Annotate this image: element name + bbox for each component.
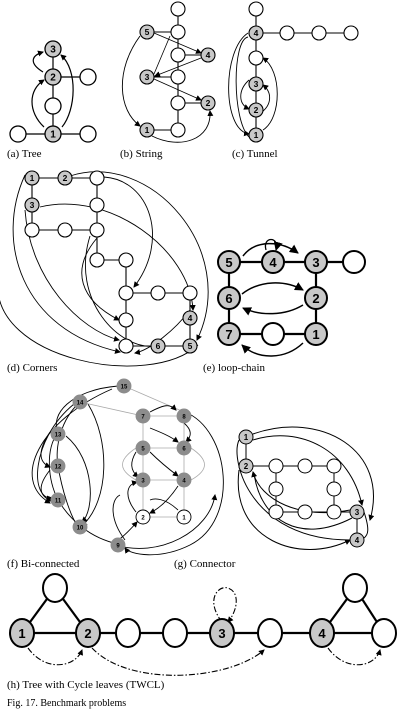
connector-label: 7	[141, 415, 145, 421]
loop-chain-label: 2	[312, 291, 319, 306]
string-label: 5	[145, 27, 150, 37]
panel-string: 5 4 3 2 1	[121, 1, 216, 143]
panel-tree: 3 2 1	[9, 40, 97, 143]
bi-connected-label: 15	[121, 385, 128, 391]
loop-chain-label: 4	[269, 255, 277, 270]
figure-caption: Fig. 17. Benchmark problems	[7, 698, 127, 709]
connector-label: 1	[182, 516, 186, 522]
caption-twcl: (h) Tree with Cycle leaves (TWCL)	[7, 679, 165, 691]
connector-side-label: 1	[244, 433, 249, 442]
corners-label: 3	[30, 200, 35, 210]
corners-label: 5	[188, 341, 193, 351]
string-label: 2	[206, 98, 211, 108]
panel-corners: 1 2 3 4 5 6	[0, 170, 209, 367]
tunnel-label: 2	[254, 105, 259, 115]
caption-corners: (d) Corners	[7, 362, 58, 374]
tree-label: 2	[50, 73, 56, 84]
bi-connected-label: 9	[116, 544, 120, 550]
panel-connector: 1 2 3 4	[236, 426, 375, 550]
panel-bi-connected: 15 14 13 12 11 10 9 7 8 5 6 3 4 2 1	[31, 378, 224, 556]
twcl-label: 1	[18, 626, 25, 641]
corners-label: 4	[188, 313, 193, 323]
loop-chain-label: 3	[312, 255, 319, 270]
caption-string: (b) String	[120, 148, 163, 160]
twcl-label: 4	[318, 626, 326, 641]
bi-connected-label: 11	[55, 499, 62, 505]
tree-node-1	[44, 125, 62, 143]
loop-chain-label: 5	[225, 255, 232, 270]
connector-label: 8	[182, 415, 186, 421]
bi-connected-label: 14	[77, 401, 84, 407]
twcl-label: 3	[218, 626, 225, 641]
twcl-label: 2	[84, 626, 91, 641]
tunnel-label: 1	[254, 130, 259, 140]
connector-label: 3	[141, 479, 145, 485]
connector-label: 2	[141, 516, 145, 522]
panel-tunnel: 4 3 2 1	[228, 1, 359, 143]
caption-connector: (g) Connector	[174, 558, 236, 570]
tunnel-label: 3	[254, 79, 259, 89]
bi-connected-label: 10	[77, 526, 84, 532]
connector-label: 4	[182, 479, 186, 485]
tree-node-2	[44, 68, 62, 86]
tree-label: 3	[50, 45, 56, 56]
caption-loop-chain: (e) loop-chain	[203, 362, 265, 374]
panel-twcl: 1 2 3 4	[9, 573, 397, 676]
connector-label: 5	[141, 447, 145, 453]
string-label: 1	[145, 125, 150, 135]
string-label: 4	[206, 50, 211, 60]
tunnel-label: 4	[254, 28, 259, 38]
loop-chain-label: 7	[225, 327, 232, 342]
connector-side-label: 3	[355, 508, 360, 517]
loop-chain-label: 1	[312, 327, 319, 342]
connector-side-label: 2	[244, 462, 249, 471]
caption-tunnel: (c) Tunnel	[232, 148, 278, 160]
corners-label: 1	[30, 173, 35, 183]
string-label: 3	[145, 72, 150, 82]
tree-node-3	[44, 40, 62, 58]
loop-chain-label: 6	[225, 291, 232, 306]
panel-loop-chain: 5 4 3 6 2 7 1	[217, 238, 366, 357]
bi-connected-label: 12	[55, 465, 62, 471]
connector-side-label: 4	[355, 536, 360, 545]
caption-tree: (a) Tree	[7, 148, 42, 160]
connector-label: 6	[182, 447, 186, 453]
caption-bi-connected: (f) Bi-connected	[7, 558, 80, 570]
bi-connected-label: 13	[55, 433, 62, 439]
tree-label: 1	[50, 130, 56, 141]
corners-label: 2	[63, 173, 68, 183]
corners-label: 6	[156, 341, 161, 351]
